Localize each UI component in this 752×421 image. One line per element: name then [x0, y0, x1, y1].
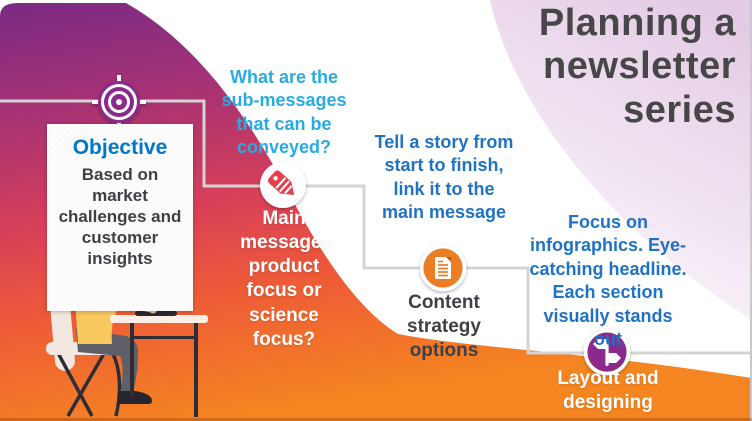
person-leg [76, 328, 138, 396]
step2-question: Tell a story from start to finish, link … [374, 132, 514, 223]
step3-question: Focus on infographics. Eye-catching head… [529, 212, 687, 349]
document-icon [419, 244, 467, 292]
desk [110, 315, 208, 417]
target-icon [92, 75, 146, 129]
step1-question: What are the sub-messages that can be co… [221, 67, 347, 158]
pink-corner-shape [490, 0, 752, 320]
person-shoe [118, 391, 152, 404]
step2-label: Content strategy options [407, 292, 481, 362]
step1-label: Main message: product focus or science f… [240, 208, 328, 350]
slide-right-edge [750, 0, 752, 421]
objective-body: Based on market challenges and customer … [58, 165, 182, 269]
tag-icon [260, 162, 306, 208]
connector-line [0, 99, 752, 355]
objective-heading: Objective [72, 136, 168, 159]
slide-bottom-edge [0, 418, 752, 421]
slide-title: Planning a newsletter series [538, 2, 736, 131]
signpost-icon [583, 328, 631, 376]
step3-label: Layout and designing [557, 368, 659, 414]
objective-card: Objective Based on market challenges and… [47, 124, 193, 311]
